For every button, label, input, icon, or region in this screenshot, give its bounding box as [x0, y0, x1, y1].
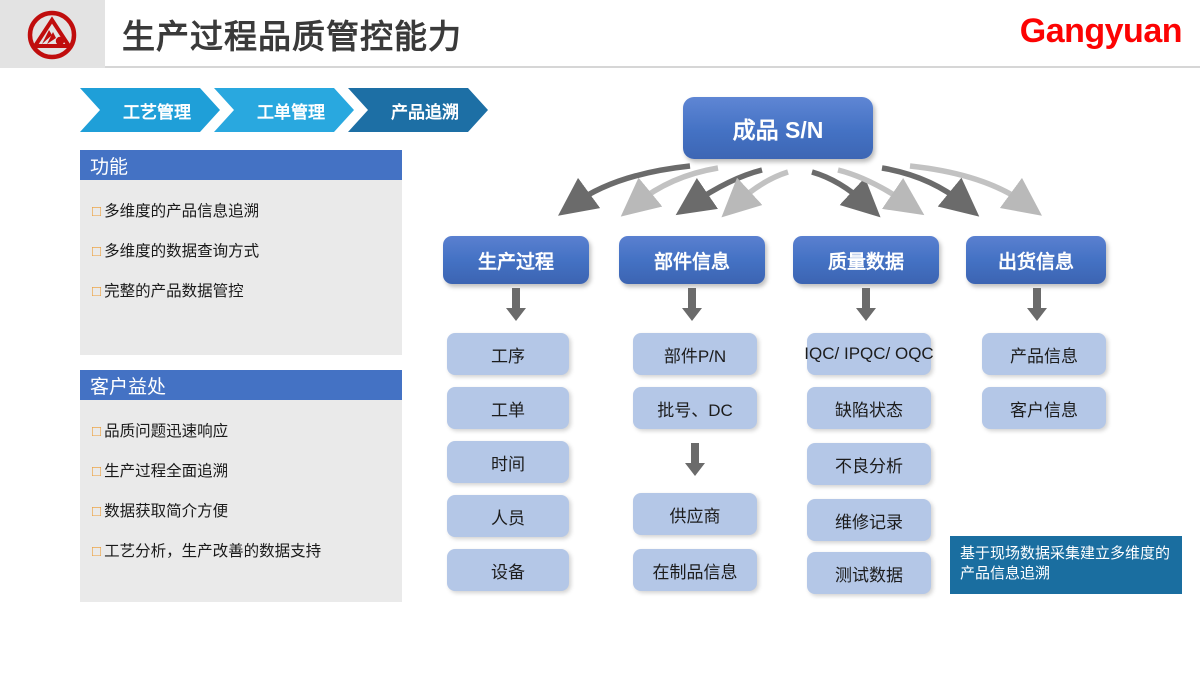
brand-wordmark: Gangyuan	[1019, 12, 1183, 50]
leaf-node[interactable]: IQC/ IPQC/ OQC	[804, 333, 934, 375]
fanout-arrows	[540, 158, 1060, 240]
diagram-root-node[interactable]: 成品 S/N	[683, 97, 873, 159]
down-arrow-icon	[855, 288, 877, 322]
list-item: □ 数据获取简介方便	[80, 502, 402, 522]
leaf-node[interactable]: 测试数据	[807, 552, 931, 594]
down-arrow-icon	[505, 288, 527, 322]
list-item-label: 工艺分析，生产改善的数据支持	[104, 543, 322, 561]
leaf-node[interactable]: 设备	[447, 549, 569, 591]
gangyuan-logo-icon	[22, 10, 82, 60]
down-arrow-icon	[681, 288, 703, 322]
square-bullet-icon: □	[92, 503, 102, 521]
square-bullet-icon: □	[92, 283, 102, 301]
panel-header-benefits: 客户益处	[80, 370, 402, 400]
list-item-label: 生产过程全面追溯	[104, 463, 229, 481]
list-item-label: 品质问题迅速响应	[104, 423, 229, 440]
square-bullet-icon: □	[92, 423, 102, 440]
leaf-node[interactable]: 供应商	[633, 493, 757, 535]
breadcrumb-step-3-active[interactable]: 产品追溯	[348, 88, 488, 132]
list-item: □ 完整的产品数据管控	[80, 282, 402, 302]
breadcrumb-step-2[interactable]: 工单管理	[214, 88, 354, 132]
square-bullet-icon: □	[92, 543, 102, 561]
leaf-node[interactable]: 产品信息	[982, 333, 1106, 375]
leaf-node[interactable]: 人员	[447, 495, 569, 537]
page-title: 生产过程品质管控能力	[122, 18, 462, 55]
list-item: □ 多维度的产品信息追溯	[80, 202, 402, 222]
square-bullet-icon: □	[92, 463, 102, 481]
header-divider	[105, 66, 1200, 68]
leaf-node[interactable]: 工序	[447, 333, 569, 375]
leaf-node[interactable]: 缺陷状态	[807, 387, 931, 429]
list-item: □ 多维度的数据查询方式	[80, 242, 402, 262]
square-bullet-icon: □	[92, 243, 102, 261]
panel-body-benefits: □ 品质问题迅速响应 □ 生产过程全面追溯 □ 数据获取简介方便 □ 工艺分析，…	[80, 400, 402, 602]
list-item-label: 多维度的产品信息追溯	[104, 203, 260, 220]
panel-body-function: □ 多维度的产品信息追溯 □ 多维度的数据查询方式 □ 完整的产品数据管控	[80, 180, 402, 355]
leaf-node[interactable]: 批号、DC	[633, 387, 757, 429]
list-item-label: 完整的产品数据管控	[104, 283, 244, 301]
list-item-label: 多维度的数据查询方式	[104, 243, 260, 261]
category-header-3[interactable]: 质量数据	[793, 236, 939, 284]
category-header-1[interactable]: 生产过程	[443, 236, 589, 284]
leaf-node[interactable]: 部件P/N	[633, 333, 757, 375]
list-item: □ 品质问题迅速响应	[80, 422, 402, 442]
breadcrumb-step-1[interactable]: 工艺管理	[80, 88, 220, 132]
callout-box: 基于现场数据采集建立多维度的产品信息追溯	[950, 536, 1182, 594]
panel-header-function: 功能	[80, 150, 402, 180]
down-arrow-icon	[1026, 288, 1048, 322]
leaf-node[interactable]: 在制品信息	[633, 549, 757, 591]
list-item: □ 生产过程全面追溯	[80, 462, 402, 482]
category-header-2[interactable]: 部件信息	[619, 236, 765, 284]
leaf-node[interactable]: 维修记录	[807, 499, 931, 541]
leaf-node[interactable]: 不良分析	[807, 443, 931, 485]
list-item-label: 数据获取简介方便	[104, 503, 229, 521]
category-header-4[interactable]: 出货信息	[966, 236, 1106, 284]
down-arrow-icon	[684, 443, 706, 477]
leaf-node[interactable]: 工单	[447, 387, 569, 429]
square-bullet-icon: □	[92, 203, 102, 220]
leaf-node[interactable]: 客户信息	[982, 387, 1106, 429]
list-item: □ 工艺分析，生产改善的数据支持	[80, 542, 402, 562]
leaf-node[interactable]: 时间	[447, 441, 569, 483]
